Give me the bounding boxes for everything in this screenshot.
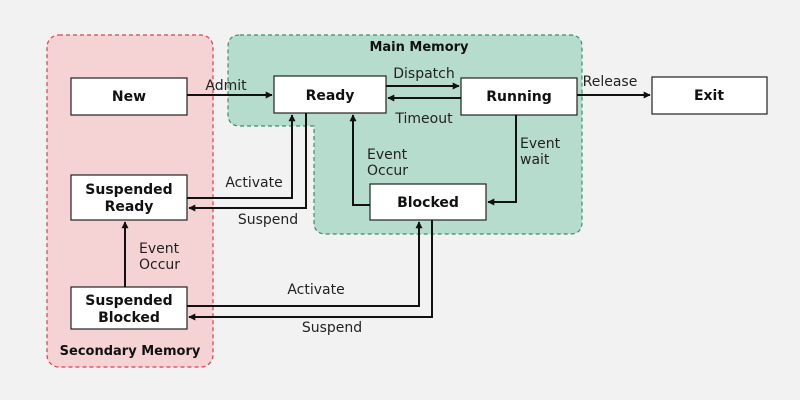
state-suspended-ready-label-line2: Ready: [105, 199, 154, 215]
edge-event-occur-main-label-line2: Occur: [367, 163, 408, 179]
edge-dispatch-label: Dispatch: [393, 66, 455, 82]
edge-event-occur-main-label-line1: Event: [367, 147, 408, 163]
state-new-label: New: [112, 89, 146, 105]
edge-activate-blocked-label: Activate: [287, 282, 344, 298]
edge-event-occur-main: [349, 114, 370, 206]
edge-release-label: Release: [583, 74, 638, 90]
edge-admit-label: Admit: [205, 78, 247, 94]
edge-event-wait-label-line1: Event: [520, 136, 561, 152]
state-blocked-label: Blocked: [397, 195, 459, 211]
edge-suspend-blocked: [188, 220, 433, 321]
main-memory-label: Main Memory: [369, 40, 469, 55]
edge-activate-ready: [187, 114, 296, 199]
edge-activate-blocked: [187, 221, 423, 307]
edge-event-wait-label-line2: wait: [520, 152, 550, 168]
state-ready: [273, 75, 387, 114]
edge-event-occur-secondary-label-line1: Event: [139, 241, 180, 257]
edge-activate-ready-label: Activate: [225, 175, 282, 191]
edge-suspend-ready-label: Suspend: [238, 212, 298, 228]
state-suspended-blocked-label-line2: Blocked: [98, 310, 160, 326]
state-exit: [651, 76, 768, 115]
state-suspended-ready-label-line1: Suspended: [85, 182, 172, 198]
edge-event-occur-secondary-label-line2: Occur: [139, 257, 180, 273]
state-blocked: [369, 183, 487, 221]
state-ready-label: Ready: [306, 88, 355, 104]
state-running-label: Running: [486, 89, 551, 105]
edge-suspend-blocked-label: Suspend: [302, 320, 362, 336]
state-exit-label: Exit: [694, 88, 724, 104]
edge-timeout-label: Timeout: [394, 111, 453, 127]
secondary-memory-label: Secondary Memory: [60, 344, 201, 359]
state-running: [460, 77, 578, 116]
state-new: [70, 77, 188, 116]
edge-event-wait: [487, 115, 517, 206]
edge-suspend-ready: [188, 113, 307, 212]
state-suspended-blocked: [70, 286, 188, 330]
state-suspended-blocked-label-line1: Suspended: [85, 293, 172, 309]
